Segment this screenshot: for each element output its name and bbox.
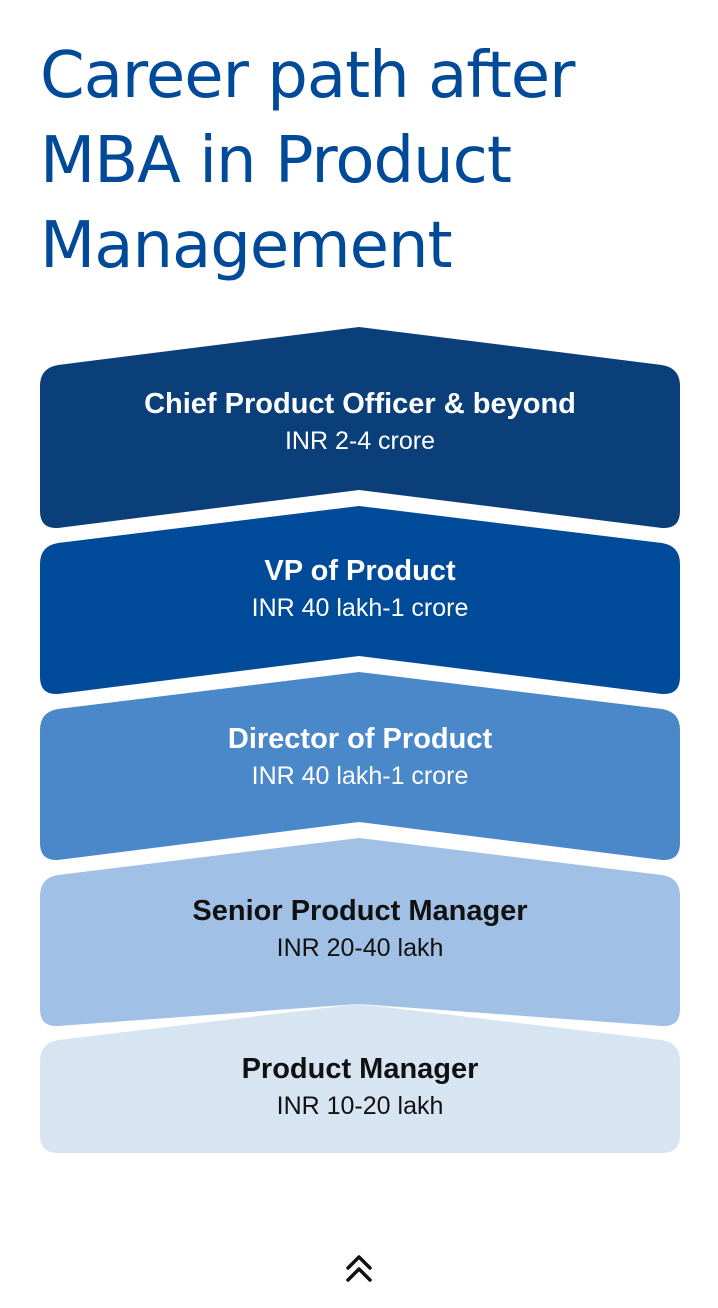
step-shape-director-of-product [40,672,680,861]
step-salary: INR 10-20 lakh [276,1092,444,1120]
step-salary: INR 40 lakh-1 crore [251,762,469,790]
step-product-manager: Product Manager INR 10-20 lakh [40,1050,680,1124]
step-shape-senior-product-manager [40,838,680,1027]
step-title: Director of Product [227,723,493,755]
scroll-to-top-button[interactable] [339,1248,379,1288]
step-senior-product-manager: Senior Product Manager INR 20-40 lakh [40,892,680,966]
double-chevron-up-icon [346,1255,372,1282]
step-director-of-product: Director of Product INR 40 lakh-1 crore [40,720,680,794]
page-title: Career path after MBA in Product Managem… [40,39,575,283]
step-title: VP of Product [264,555,456,587]
step-shape-chief-product-officer [40,327,680,529]
step-salary: INR 2-4 crore [284,427,436,455]
step-chief-product-officer: Chief Product Officer & beyond INR 2-4 c… [40,385,680,459]
step-vp-of-product: VP of Product INR 40 lakh-1 crore [40,552,680,626]
step-title: Chief Product Officer & beyond [144,388,576,420]
step-salary: INR 40 lakh-1 crore [251,594,469,622]
step-shape-product-manager [40,1004,680,1153]
step-shape-vp-of-product [40,506,680,695]
step-title: Product Manager [241,1053,479,1085]
step-title: Senior Product Manager [192,895,528,927]
step-salary: INR 20-40 lakh [276,934,444,962]
